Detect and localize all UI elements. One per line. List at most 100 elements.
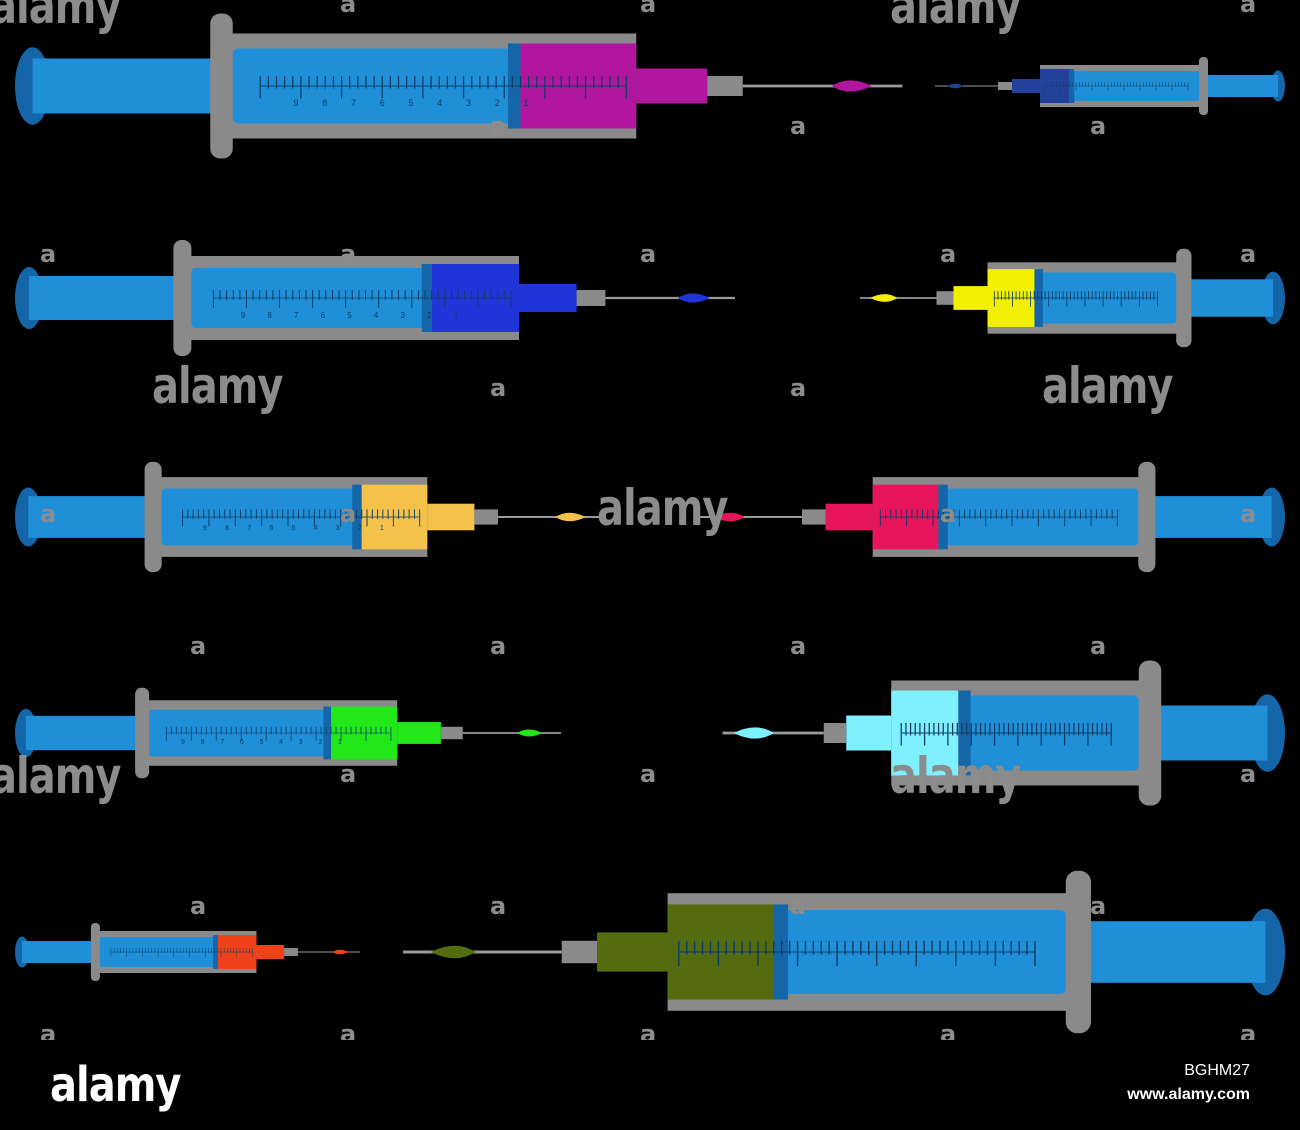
scale-number: 8 bbox=[225, 525, 229, 532]
watermark-mark: a bbox=[490, 374, 507, 402]
watermark-logo: alamy bbox=[597, 480, 728, 538]
plunger-rod bbox=[22, 941, 94, 963]
scale-number: 5 bbox=[292, 525, 296, 532]
droplet bbox=[430, 945, 476, 959]
scale-number: 4 bbox=[437, 98, 442, 108]
plunger-rod bbox=[1205, 75, 1278, 97]
droplet bbox=[714, 512, 745, 522]
watermark-mark: a bbox=[340, 500, 357, 528]
nozzle bbox=[1012, 79, 1040, 93]
nozzle bbox=[597, 932, 668, 972]
graduation-scale bbox=[165, 726, 392, 741]
scale-number: 4 bbox=[279, 739, 283, 746]
scale-number: 1 bbox=[338, 739, 342, 746]
scale-number: 5 bbox=[408, 98, 413, 108]
syringe bbox=[15, 240, 735, 356]
scale-number: 3 bbox=[299, 739, 303, 746]
droplet bbox=[517, 729, 543, 737]
scale-number: 2 bbox=[358, 525, 362, 532]
footer-logo: alamy bbox=[50, 1058, 181, 1114]
droplet bbox=[555, 512, 586, 522]
watermark-mark: a bbox=[190, 632, 207, 660]
scale-number: 3 bbox=[401, 311, 406, 320]
graduation-scale bbox=[1043, 82, 1189, 91]
watermark-logo: alamy bbox=[0, 0, 121, 36]
scale-number: 7 bbox=[294, 311, 299, 320]
droplet bbox=[332, 949, 349, 955]
scale-number: 6 bbox=[380, 98, 385, 108]
watermark-mark: a bbox=[490, 632, 507, 660]
syringe bbox=[935, 57, 1285, 115]
syringe bbox=[15, 13, 903, 159]
needle-hub bbox=[474, 509, 498, 525]
scale-number: 1 bbox=[454, 311, 459, 320]
watermark-mark: a bbox=[790, 112, 807, 140]
graduation-scale bbox=[212, 290, 512, 308]
needle-hub bbox=[440, 726, 463, 740]
nozzle bbox=[825, 503, 873, 531]
syringe bbox=[15, 687, 561, 779]
nozzle bbox=[636, 68, 708, 104]
graduation-scale bbox=[900, 723, 1112, 746]
syringe bbox=[859, 248, 1285, 348]
scale-number: 5 bbox=[347, 311, 352, 320]
watermark-mark: a bbox=[340, 0, 357, 18]
scale-number: 4 bbox=[374, 311, 379, 320]
scale-number: 6 bbox=[321, 311, 326, 320]
image-id: BGHM27 bbox=[1184, 1062, 1250, 1079]
scale-number: 6 bbox=[269, 525, 273, 532]
droplet bbox=[831, 80, 872, 92]
scale-number: 2 bbox=[427, 311, 432, 320]
plunger-rod bbox=[32, 58, 218, 114]
needle-hub bbox=[561, 940, 598, 964]
watermark-mark: a bbox=[1090, 632, 1107, 660]
scale-number: 9 bbox=[241, 311, 246, 320]
syringe bbox=[403, 870, 1285, 1034]
watermark-mark: a bbox=[40, 500, 57, 528]
scale-number: 2 bbox=[495, 98, 500, 108]
scale-number: 9 bbox=[293, 98, 298, 108]
watermark-mark: a bbox=[1090, 892, 1107, 920]
site-url: www.alamy.com bbox=[1127, 1086, 1250, 1103]
footer-bar bbox=[0, 1040, 1300, 1130]
watermark-mark: a bbox=[490, 112, 507, 140]
graduation-scale bbox=[182, 509, 421, 527]
scale-number: 6 bbox=[240, 739, 244, 746]
watermark-logo: alamy bbox=[1042, 358, 1173, 416]
watermark-mark: a bbox=[40, 240, 57, 268]
watermark-logo: alamy bbox=[890, 748, 1021, 806]
watermark-mark: a bbox=[640, 760, 657, 788]
plunger-rod bbox=[1149, 496, 1272, 538]
droplet bbox=[677, 293, 710, 303]
watermark-mark: a bbox=[940, 240, 957, 268]
watermark-mark: a bbox=[790, 374, 807, 402]
plunger-rod bbox=[25, 715, 140, 751]
scale-number: 8 bbox=[322, 98, 327, 108]
droplet bbox=[733, 727, 774, 739]
syringe bbox=[15, 923, 360, 981]
nozzle bbox=[519, 284, 577, 312]
needle-hub bbox=[998, 82, 1012, 90]
nozzle bbox=[953, 286, 988, 310]
nozzle bbox=[846, 715, 892, 751]
watermark-mark: a bbox=[940, 500, 957, 528]
scale-number: 7 bbox=[247, 525, 251, 532]
watermark-mark: a bbox=[1240, 760, 1257, 788]
watermark-mark: a bbox=[1240, 500, 1257, 528]
needle-hub bbox=[284, 948, 298, 956]
nozzle bbox=[256, 945, 285, 959]
scale-number: 8 bbox=[201, 739, 205, 746]
watermark-logo: alamy bbox=[152, 358, 283, 416]
needle-hub bbox=[936, 291, 954, 305]
scale-number: 4 bbox=[314, 525, 318, 532]
scale-number: 1 bbox=[523, 98, 528, 108]
graduation-scale bbox=[110, 948, 253, 957]
droplet bbox=[870, 294, 898, 302]
plunger-rod bbox=[1186, 279, 1274, 317]
syringe bbox=[695, 461, 1285, 573]
graduation-scale bbox=[993, 291, 1158, 307]
